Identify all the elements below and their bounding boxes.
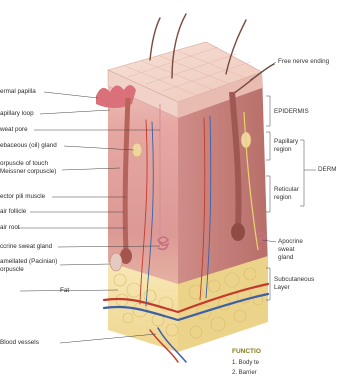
label-apocrine-sweat-gland: Apocrine <box>278 238 303 245</box>
label-apocrine-sweat-gland-2: sweat <box>278 246 294 253</box>
label-apocrine-sweat-gland-3: gland <box>278 254 293 261</box>
label-sweat-pore: weat pore <box>0 126 28 133</box>
function-item-2: 2. Barrier <box>232 370 257 376</box>
label-corpuscle-of-touch: orpuscle of touch <box>0 160 48 167</box>
label-free-nerve-ending: Free nerve ending <box>278 58 329 65</box>
label-subcutaneous-layer: Subcutaneous <box>274 276 314 283</box>
label-dermis: DERM <box>318 166 337 173</box>
functions-title: FUNCTIO <box>232 348 261 355</box>
label-hair-follicle: air follicle <box>0 208 26 215</box>
label-capillary-loop: apillary loop <box>0 110 34 117</box>
label-lamellated-corpuscle: amellated (Pacinian) <box>0 258 57 265</box>
label-epidermis: EPIDERMIS <box>274 108 309 115</box>
label-reticular-region: Reticular <box>274 186 299 193</box>
label-papillary-region-2: region <box>274 146 292 153</box>
function-item-1: 1. Body te <box>232 360 259 366</box>
label-dermal-papilla: ermal papilla <box>0 88 36 95</box>
label-sebaceous-gland: ebaceous (oil) gland <box>0 142 57 149</box>
label-lamellated-corpuscle-2: orpuscle <box>0 266 24 273</box>
label-blood-vessels: Blood vessels <box>0 339 39 346</box>
lamellated-corpuscle <box>110 253 122 271</box>
label-fat: Fat <box>60 287 69 294</box>
label-eccrine-sweat-gland: ccrine sweat gland <box>0 243 52 250</box>
label-hair-root: air root <box>0 224 20 231</box>
label-reticular-region-2: region <box>274 194 292 201</box>
label-subcutaneous-layer-2: Layer <box>274 284 290 291</box>
label-meissner-corpuscle: Meissner corpuscle) <box>0 168 56 175</box>
label-papillary-region: Papillary <box>274 138 298 145</box>
label-arrector-pili-muscle: ector pili muscle <box>0 193 45 200</box>
